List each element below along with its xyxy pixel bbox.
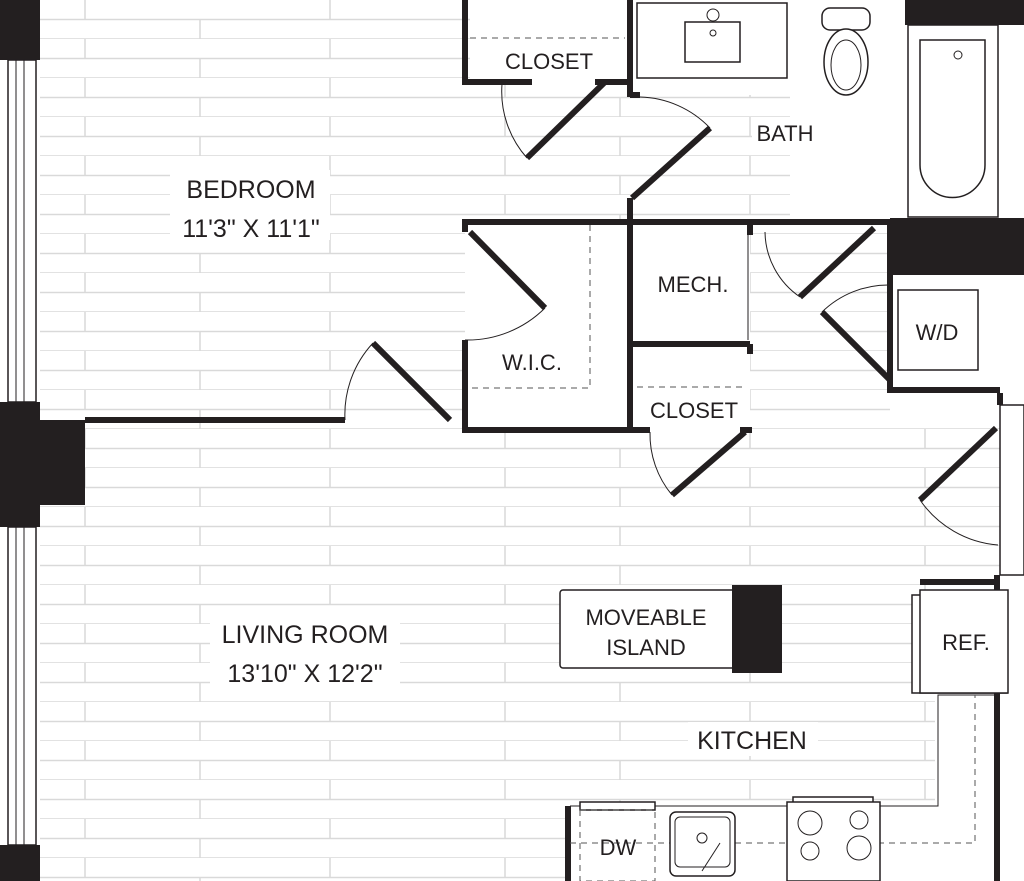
wall-column xyxy=(0,0,40,60)
stove xyxy=(786,796,881,881)
closet-mid-door[interactable] xyxy=(649,429,747,498)
closet-top-label: CLOSET xyxy=(505,49,593,74)
ref-label: REF. xyxy=(942,630,990,655)
closet-mid-label: CLOSET xyxy=(650,398,738,423)
dishwasher xyxy=(579,801,656,881)
bedroom-label: BEDROOM xyxy=(186,176,315,204)
wd-label: W/D xyxy=(916,320,959,345)
window-entry xyxy=(999,404,1024,576)
window-bedroom xyxy=(7,59,37,403)
toilet xyxy=(821,7,871,96)
bath-door[interactable] xyxy=(629,96,713,201)
wall-column xyxy=(0,845,40,881)
wd-door[interactable] xyxy=(819,284,893,383)
bedroom-door[interactable] xyxy=(344,340,453,423)
kitchen-label: KITCHEN xyxy=(697,727,807,755)
living-room-dimensions: 13'10" X 12'2" xyxy=(227,660,382,688)
washer-dryer xyxy=(897,289,979,371)
wall-column xyxy=(0,402,40,527)
refrigerator xyxy=(911,589,1009,694)
island-label-2: ISLAND xyxy=(606,635,685,660)
living-room-label: LIVING ROOM xyxy=(222,621,389,649)
bathtub xyxy=(907,24,999,218)
moveable-island[interactable] xyxy=(559,585,782,673)
bedroom-dimensions: 11'3" X 11'1" xyxy=(182,215,320,243)
hall-door[interactable] xyxy=(764,225,877,300)
mech-label: MECH. xyxy=(658,272,729,297)
closet-door[interactable] xyxy=(501,79,608,161)
dw-label: DW xyxy=(600,835,637,860)
entry-door[interactable] xyxy=(917,425,999,546)
vanity-sink xyxy=(636,2,788,79)
island-label-1: MOVEABLE xyxy=(585,605,706,630)
floor-hall-right xyxy=(750,222,890,432)
window-living xyxy=(7,526,37,846)
wic-door[interactable] xyxy=(464,229,548,341)
bath-label: BATH xyxy=(756,121,813,146)
kitchen-sink xyxy=(669,811,736,877)
wall-column xyxy=(40,420,85,505)
wic-label: W.I.C. xyxy=(502,350,562,375)
